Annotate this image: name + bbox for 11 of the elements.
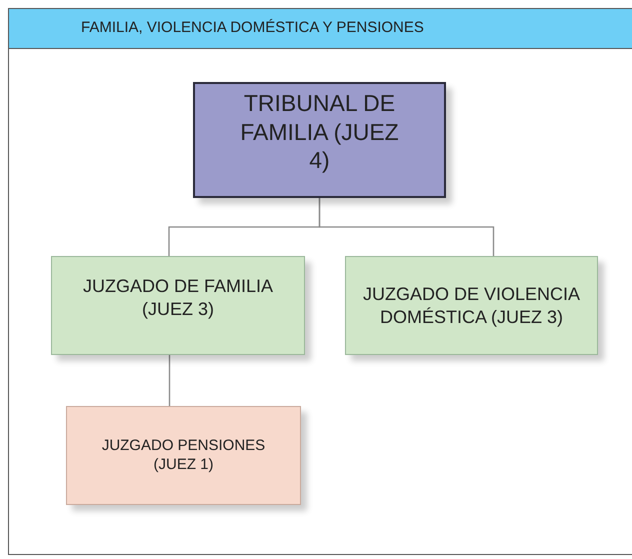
org-box [51, 256, 305, 355]
box-label: JUZGADO DE FAMILIA (JUEZ 3) [82, 275, 274, 320]
title-banner: FAMILIA, VIOLENCIA DOMÉSTICA Y PENSIONES [8, 8, 632, 49]
box-label: TRIBUNAL DE FAMILIA (JUEZ 4) [239, 88, 400, 176]
connector-line [168, 355, 170, 406]
box-label: JUZGADO PENSIONES (JUEZ 1) [100, 436, 266, 474]
org-box [193, 82, 446, 198]
connector-line [318, 198, 494, 256]
org-box [345, 256, 598, 355]
box-label: JUZGADO DE VIOLENCIA DOMÉSTICA (JUEZ 3) [362, 283, 582, 328]
org-box [66, 406, 301, 505]
